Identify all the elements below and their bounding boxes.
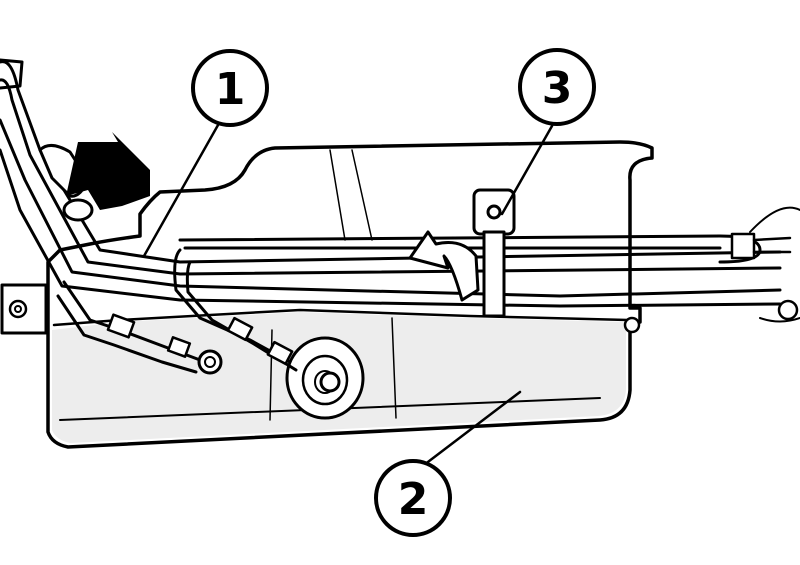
rotation-arrow [408,230,480,302]
callout-2: 2 [374,459,452,537]
callout-1: 1 [191,49,269,127]
pipe-clip [472,188,516,318]
callout-1-label: 1 [215,64,246,115]
callout-3: 3 [518,48,596,126]
tank-panel-line [269,149,397,421]
hose-connector [106,313,294,366]
leader-3 [500,124,554,216]
leader-2 [418,390,522,470]
hose-lines [56,248,341,393]
ring-fitting [197,349,223,375]
ring-fitting [319,371,341,393]
pipe-end-fitting [730,232,756,260]
mounting-ear [623,316,641,334]
callout-2-label: 2 [398,474,429,525]
mounting-bracket [0,283,48,335]
pump-housing [749,206,800,323]
callout-3-label: 3 [542,63,573,114]
direction-arrow [66,132,150,210]
leader-1 [142,116,224,258]
leader-lines [142,116,554,470]
